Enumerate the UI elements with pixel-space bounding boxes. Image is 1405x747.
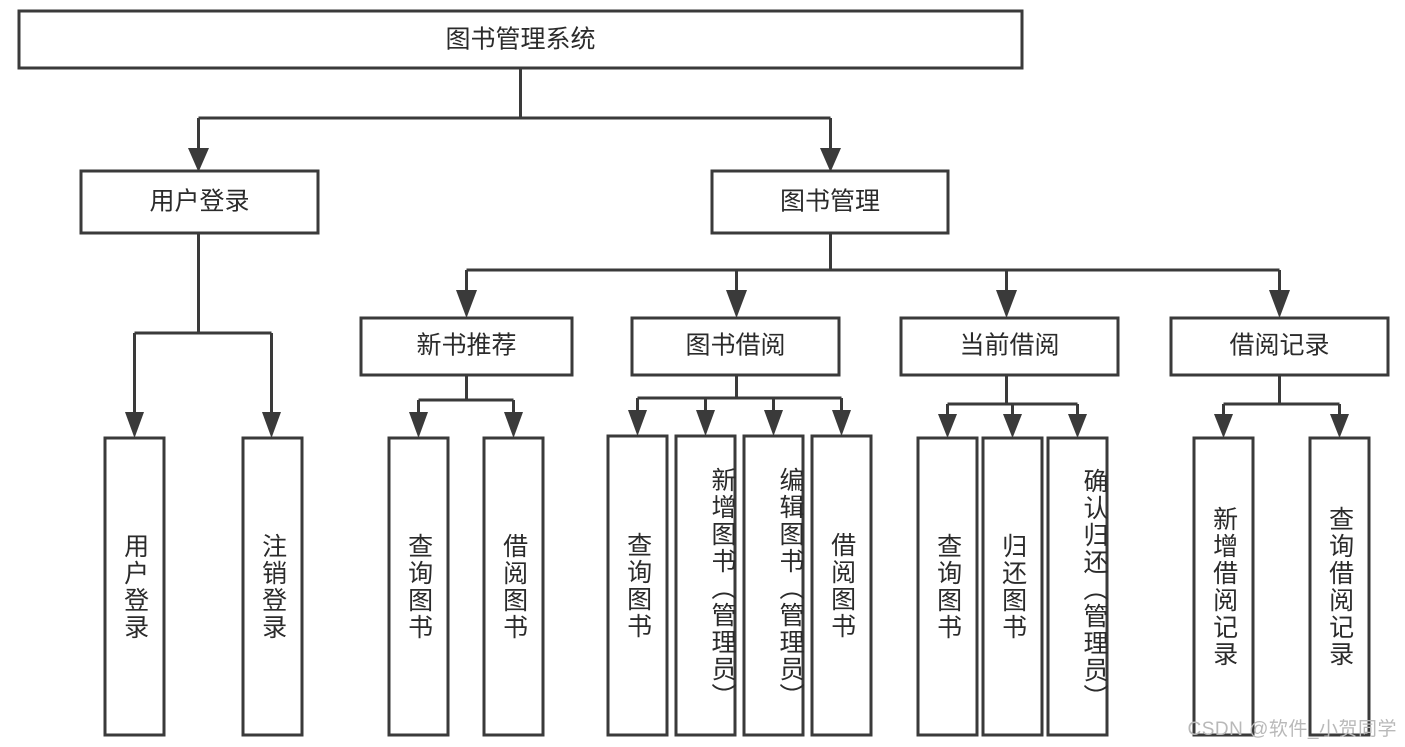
arrow-head-leaf-add-record <box>1214 414 1233 438</box>
leaf-box-user-login[interactable] <box>103 436 166 737</box>
leaf-box-query-book-1[interactable] <box>387 436 450 737</box>
arrow-head-leaf-query-book-2 <box>628 410 647 436</box>
connector-group-new-book-recommend <box>409 375 523 438</box>
connector-group-borrow-record <box>1214 375 1349 438</box>
leaf-box-add-book[interactable] <box>674 434 737 737</box>
connector-group-book-borrow <box>628 375 851 436</box>
leaf-box-query-record[interactable] <box>1308 436 1371 737</box>
leaf-box-edit-book[interactable] <box>742 434 805 737</box>
arrow-head-leaf-query-record <box>1330 414 1349 438</box>
arrow-head-leaf-add-book <box>696 410 715 436</box>
arrow-head-leaf-logout <box>262 412 281 438</box>
node-borrow-record-label: 借阅记录 <box>1229 332 1329 360</box>
node-book-manage-box[interactable] <box>710 169 950 235</box>
leaf-box-confirm-return[interactable] <box>1046 436 1109 737</box>
leaf-box-query-book-3[interactable] <box>916 436 979 737</box>
arrow-head-leaf-borrow-book-2 <box>832 410 851 436</box>
arrow-head-book-borrow <box>726 290 747 318</box>
leaf-box-logout[interactable] <box>241 436 304 737</box>
node-current-borrow-box[interactable] <box>899 316 1120 377</box>
connector-group-current-borrow <box>938 375 1087 438</box>
arrow-head-leaf-confirm-return <box>1068 414 1087 438</box>
connector-group-book-manage <box>456 233 1290 318</box>
arrow-head-leaf-query-book-3 <box>938 414 957 438</box>
node-book-borrow-label: 图书借阅 <box>685 332 785 360</box>
node-book-borrow-box[interactable] <box>630 316 841 377</box>
connector-group-user-login <box>125 233 281 438</box>
node-book-manage-label: 图书管理 <box>780 188 880 216</box>
leaf-box-add-record[interactable] <box>1192 436 1255 737</box>
node-root-label: 图书管理系统 <box>445 26 595 54</box>
arrow-head-leaf-borrow-book-1 <box>504 412 523 438</box>
csdn-watermark: CSDN @软件_小贺同学 <box>1187 719 1397 740</box>
leaf-box-query-book-2[interactable] <box>606 434 669 737</box>
node-user-login-box[interactable] <box>79 169 320 235</box>
arrow-head-leaf-return-book <box>1003 414 1022 438</box>
arrow-head-user-login <box>188 148 209 172</box>
leaf-box-borrow-book-1[interactable] <box>482 436 545 737</box>
arrow-head-book-manage <box>820 148 841 172</box>
node-root-box[interactable] <box>17 9 1024 70</box>
node-new-book-recommend-label: 新书推荐 <box>416 332 516 360</box>
connector-group-root <box>188 68 841 172</box>
arrow-head-new-book-recommend <box>456 290 477 318</box>
arrow-head-leaf-user-login <box>125 412 144 438</box>
arrow-head-borrow-record <box>1269 290 1290 318</box>
arrow-head-leaf-query-book-1 <box>409 412 428 438</box>
leaf-box-borrow-book-2[interactable] <box>810 434 873 737</box>
leaf-box-return-book[interactable] <box>981 436 1044 737</box>
arrow-head-leaf-edit-book <box>764 410 783 436</box>
node-current-borrow-label: 当前借阅 <box>959 332 1059 360</box>
node-new-book-recommend-box[interactable] <box>359 316 574 377</box>
arrow-head-current-borrow <box>996 290 1017 318</box>
node-borrow-record-box[interactable] <box>1169 316 1390 377</box>
node-user-login-label: 用户登录 <box>149 188 249 216</box>
